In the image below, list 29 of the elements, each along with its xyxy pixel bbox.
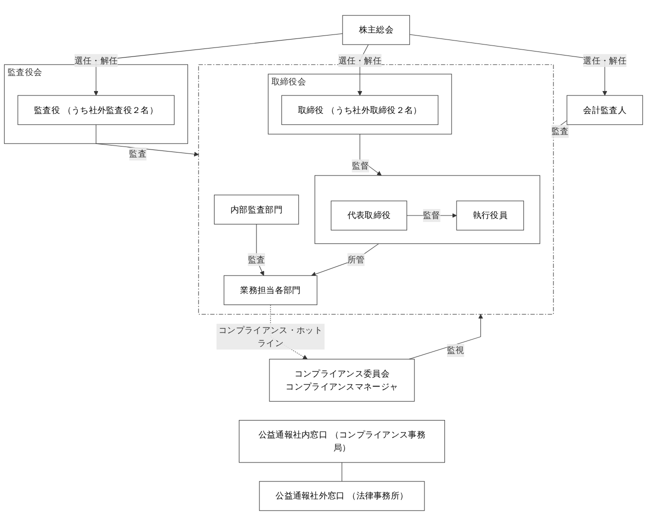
edge-label: コンプライアンス・ホットライン	[218, 324, 322, 348]
arrow	[96, 124, 199, 157]
node-box: コンプライアンス委員会 コンプライアンスマネージャ	[269, 358, 415, 402]
node-box: 代表取締役	[330, 200, 408, 230]
node-box: 取締役 （うち社外取締役２名）	[281, 95, 438, 125]
node-box: 公益通報社内窓口 （コンプライアンス事務局）	[238, 420, 445, 463]
arrow	[94, 33, 343, 96]
node-box: 公益通報社外窓口 （法律事務所）	[259, 481, 425, 511]
cluster	[314, 175, 540, 244]
node-box: 会計監査人	[566, 95, 643, 125]
node-box: 執行役員	[456, 200, 524, 230]
arrow	[408, 314, 484, 360]
node-box: 株主総会	[342, 15, 410, 45]
arrow	[256, 224, 264, 276]
edge-label: 監査	[129, 148, 147, 159]
node-box: 監査役 （うち社外監査役２名）	[18, 95, 174, 125]
edge-label: 所管	[347, 254, 365, 264]
arrow	[360, 134, 382, 176]
edge-label: 選任・解任	[583, 55, 626, 66]
arrow	[311, 243, 380, 276]
edge-label: 監視	[446, 345, 464, 356]
edge-label: 監督	[423, 210, 440, 220]
edge-label: 監査	[552, 126, 569, 136]
edge-label: 選任・解任	[74, 55, 118, 66]
edge-label: 監督	[352, 160, 370, 171]
node-box: 業務担当各部門	[224, 275, 318, 306]
edge-label: 監査	[248, 254, 266, 264]
node-box: 内部監査部門	[214, 194, 299, 224]
edge-label: 選任・解任	[338, 55, 382, 66]
